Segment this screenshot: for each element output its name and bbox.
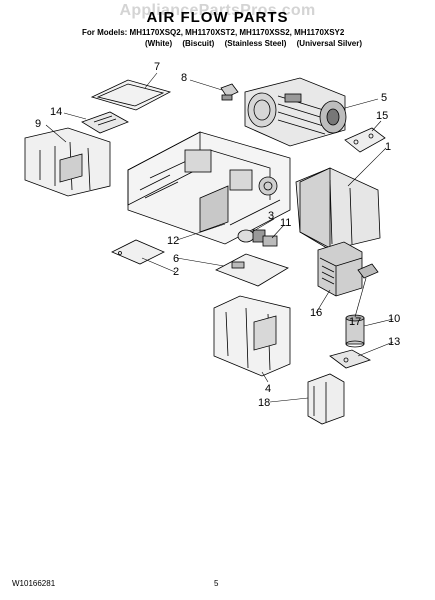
part-15-bracket (344, 127, 386, 153)
callout-11: 11 (280, 217, 291, 229)
leader-lines (45, 72, 394, 403)
callout-13: 13 (388, 336, 400, 348)
callout-17: 17 (349, 316, 361, 328)
callout-14: 14 (50, 106, 62, 118)
model-list: For Models: MH1170XSQ2, MH1170XST2, MH11… (82, 28, 345, 37)
part-16-transformer (317, 241, 363, 297)
callout-4: 4 (265, 383, 271, 395)
part-18-shroud (307, 373, 345, 425)
callout-7: 7 (154, 61, 160, 73)
part-11-socket (262, 235, 278, 247)
callout-3: 3 (268, 210, 274, 222)
part-5-blower (244, 77, 347, 147)
part-8-clip (220, 83, 239, 101)
callout-2: 2 (173, 266, 179, 278)
part-3-lamp (237, 229, 266, 243)
color-biscuit: (Biscuit) (182, 39, 215, 48)
callout-9: 9 (35, 118, 41, 130)
main-housing (127, 131, 291, 245)
watermark: AppliancePartsPros.com (119, 2, 316, 19)
part-6-base-plate (215, 253, 289, 287)
part-10-capacitor (345, 314, 365, 348)
part-17-clip (357, 263, 379, 279)
callout-labels: 7 8 5 14 15 9 1 3 11 12 6 2 16 17 10 13 … (35, 61, 400, 409)
document-number: W10166281 (12, 579, 56, 588)
callout-5: 5 (381, 92, 387, 104)
callout-8: 8 (181, 72, 187, 84)
callout-18: 18 (258, 397, 270, 409)
callout-1: 1 (385, 141, 391, 153)
part-1-side-duct (295, 167, 381, 251)
part-14-grille (81, 111, 129, 134)
part-9-duct (24, 127, 111, 197)
page-title: AIR FLOW PARTS (146, 9, 289, 26)
callout-10: 10 (388, 313, 400, 325)
callout-6: 6 (173, 253, 179, 265)
color-list: (White) (Biscuit) (Stainless Steel) (Uni… (145, 39, 370, 48)
callout-16: 16 (310, 307, 322, 319)
part-2-plate (111, 239, 165, 265)
callout-12: 12 (167, 235, 179, 247)
color-silver: (Universal Silver) (296, 39, 362, 48)
callout-15: 15 (376, 110, 388, 122)
part-4-vertical-duct (213, 295, 291, 377)
color-stainless: (Stainless Steel) (224, 39, 287, 48)
page-number: 5 (214, 579, 219, 588)
color-white: (White) (145, 39, 173, 48)
part-13-bracket (329, 349, 371, 369)
part-7-plate (90, 79, 172, 111)
